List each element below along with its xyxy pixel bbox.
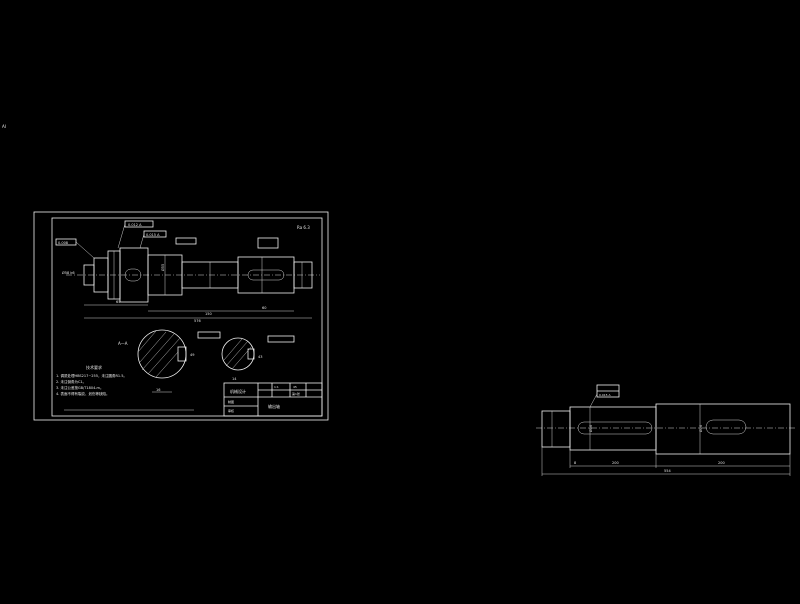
section-b-frame (197, 331, 221, 339)
detail-tolerance-text: 0.015 A (599, 393, 612, 397)
note-line-2: 2. 未注倒角为C1。 (56, 379, 86, 384)
left-keyway (124, 268, 142, 282)
title-block-name: 输出轴 (268, 403, 280, 409)
tolerance-frame-a-text: 0.012 A (128, 223, 142, 227)
shaft-detail-view[interactable]: Ø50 Ø70 0.015 A 8 200 200 554 (536, 384, 796, 476)
section-a-keyway (177, 346, 187, 362)
section-b-width-label: 14 (232, 377, 237, 381)
sheet-outer-border (33, 211, 329, 421)
section-a-depth-label: 49 (190, 353, 194, 357)
corner-label: AI (2, 124, 6, 129)
sheet-inner-frame (51, 217, 323, 417)
detail-overall-length-label: 554 (664, 469, 671, 473)
title-block-frame (223, 382, 323, 417)
drawing-sheet[interactable]: Ra 6.3 Ø58 k6 Ø55 (33, 211, 329, 421)
detail-tol-leader (589, 393, 598, 408)
title-block-checker: 审核 (228, 408, 234, 413)
shaft-dia-label: Ø55 (160, 264, 165, 271)
section-b-tol-frame (267, 335, 295, 343)
section-b-hatch (223, 338, 253, 370)
section-label: A—A (118, 341, 128, 346)
section-a-circle (137, 329, 187, 379)
note-line-4: 4. 表面不得有裂纹、划伤等缺陷。 (56, 391, 109, 396)
title-block-material: 45 (293, 385, 297, 389)
section-a-hatch (137, 330, 181, 378)
left-length-label: 65 (116, 300, 120, 304)
title-block[interactable]: 机械设计 输出轴 1:1 45 制图 审核 第1张 (223, 382, 323, 417)
detail-left-keyway (577, 421, 653, 435)
leader-b (139, 233, 145, 249)
detail-right-keyway (705, 419, 747, 435)
title-block-school: 机械设计 (230, 388, 246, 394)
leader-c (75, 241, 95, 259)
section-a-width-label: 16 (156, 388, 160, 392)
mid-length-label: 150 (205, 312, 212, 316)
tolerance-frame-c-text: 0.008 (58, 241, 68, 245)
detail-left-end (541, 410, 571, 448)
step-length-label: 60 (262, 306, 266, 310)
technical-notes: 技术要求 1. 调质处理HBS217~255，未注圆角R1.5。 2. 未注倒角… (56, 364, 194, 411)
detail-shaft-left (569, 406, 657, 451)
tolerance-frame-b-text: 0.015 A (146, 233, 160, 237)
section-a-view[interactable]: A—A 16 49 (118, 329, 194, 393)
section-b-depth-label: 43 (258, 355, 262, 359)
title-block-scale: 1:1 (274, 385, 279, 389)
section-b-keyway (247, 348, 255, 360)
tolerance-frame-e (257, 237, 279, 249)
section-b-view[interactable]: 14 43 (197, 331, 295, 381)
leader-a (117, 223, 126, 249)
left-dia-label: Ø58 k6 (62, 270, 75, 275)
shaft-right-end (293, 261, 313, 289)
detail-mid-length-label: 200 (612, 461, 619, 465)
tolerance-frames[interactable]: 0.012 A 0.015 A 0.008 (55, 220, 279, 259)
tolerance-frame-d (175, 237, 197, 245)
detail-right-length-label: 200 (718, 461, 725, 465)
title-block-drawer: 制图 (228, 399, 234, 404)
notes-title: 技术要求 (86, 364, 102, 370)
detail-right-dia-label: Ø70 (698, 425, 703, 432)
title-block-sheet-no: 第1张 (292, 391, 300, 396)
right-keyway (247, 269, 285, 281)
detail-shaft-right (655, 403, 791, 455)
shaft-front-view[interactable]: Ø58 k6 Ø55 (62, 247, 320, 303)
roughness-note: Ra 6.3 (297, 225, 310, 230)
detail-left-step-label: 8 (574, 461, 576, 465)
detail-left-dia-label: Ø50 (588, 425, 593, 432)
note-line-1: 1. 调质处理HBS217~255，未注圆角R1.5。 (56, 373, 127, 378)
overall-length-label: 576 (194, 319, 201, 323)
note-line-3: 3. 未注公差按GB/T1804-m。 (56, 385, 103, 390)
length-dimensions[interactable]: 576 150 60 65 (84, 300, 312, 323)
